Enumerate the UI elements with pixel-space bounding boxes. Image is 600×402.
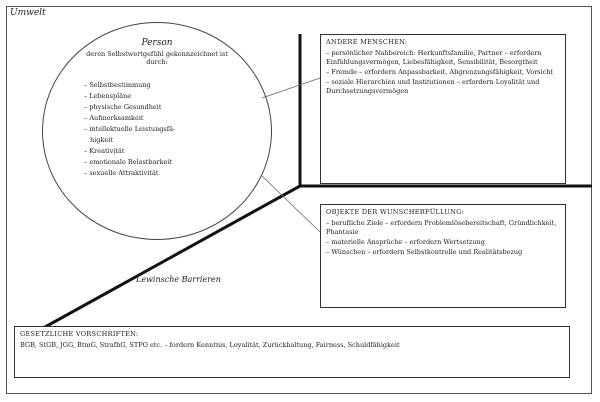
person-title: Person: [141, 38, 173, 48]
list-item: – intellektuelle Leistungsfä-: [84, 125, 176, 133]
connector-objekte: [261, 175, 321, 233]
andere-menschen-list: – persönlicher Nahbereich: Herkunftsfami…: [326, 49, 560, 96]
andere-menschen-box: ANDERE MENSCHEN: – persönlicher Nahberei…: [320, 34, 566, 184]
person-trait-list: – Selbstbestimmung – Lebenspläne – physi…: [84, 80, 234, 179]
list-item: – Wünschen – erfordern Selbstkontrolle u…: [326, 248, 523, 256]
list-item: – Aufmerksamkeit: [84, 114, 144, 122]
list-item: – berufliche Ziele – erfordern Problemlö…: [326, 219, 557, 236]
objekte-list: – berufliche Ziele – erfordern Problemlö…: [326, 219, 560, 257]
list-item: – physische Gesundheit: [84, 103, 162, 111]
list-item: – Kreativität: [84, 147, 125, 155]
person-circle: [42, 22, 272, 240]
environment-frame: [6, 6, 592, 394]
umwelt-label: Umwelt: [10, 8, 46, 18]
list-item: higkeit: [90, 136, 113, 144]
connector-menschen: [261, 77, 321, 99]
list-item: – soziale Hierarchien und Institutionen …: [326, 78, 540, 95]
andere-menschen-title: ANDERE MENSCHEN:: [326, 38, 408, 46]
list-item: – Fremde – erfordern Anpassbarkeit, Abgr…: [326, 68, 554, 76]
list-item: – sexuelle Attraktivität: [84, 169, 159, 177]
barrier-diagonal: [35, 184, 301, 334]
gesetz-text: BGB, StGB, JGG, BtmG, StrafbG, STPO etc.…: [20, 341, 400, 349]
objekte-box: OBJEKTE DER WUNSCHERFÜLLUNG: – beruflich…: [320, 204, 566, 308]
list-item: – Lebenspläne: [84, 92, 132, 100]
list-item: – materielle Ansprüche – erfordern Werts…: [326, 238, 485, 246]
person-subtitle: deren Selbstwertgefühl gekennzeichnet is…: [86, 50, 228, 66]
list-item: – emotionale Belastbarkeit: [84, 158, 173, 166]
gesetz-title: GESETZLICHE VORSCHRIFTEN:: [20, 330, 139, 338]
list-item: – persönlicher Nahbereich: Herkunftsfami…: [326, 49, 542, 66]
barrier-label: Lewinsche Barrieren: [136, 275, 221, 284]
list-item: – Selbstbestimmung: [84, 81, 151, 89]
gesetz-box: GESETZLICHE VORSCHRIFTEN: BGB, StGB, JGG…: [14, 326, 570, 378]
objekte-title: OBJEKTE DER WUNSCHERFÜLLUNG:: [326, 208, 465, 216]
